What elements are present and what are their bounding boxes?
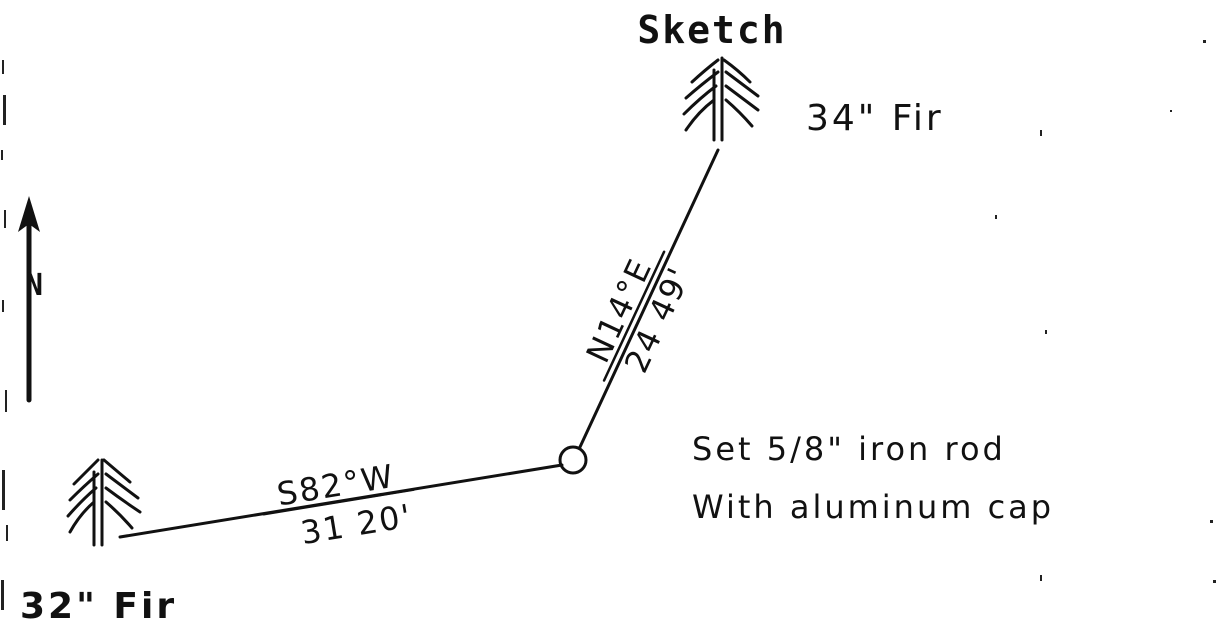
monument-note-line-1: Set 5/8" iron rod [692,430,1006,468]
sketch-title: Sketch [637,8,786,52]
bearing-underline [262,488,415,516]
fir-tree-icon [66,458,142,547]
top-tree-label: 34" Fir [806,98,944,139]
scan-noise [1,40,1216,610]
fir-tree-icon [682,56,760,142]
bearing-underline [602,250,666,382]
iron-rod-monument-icon [558,445,588,475]
north-label: N [25,268,43,303]
bottom-tree-label: 32" Fir [20,586,177,625]
north-arrow [18,196,40,403]
monument-note-line-2: With aluminum cap [692,488,1054,526]
traverse-line-n14e [578,148,720,449]
